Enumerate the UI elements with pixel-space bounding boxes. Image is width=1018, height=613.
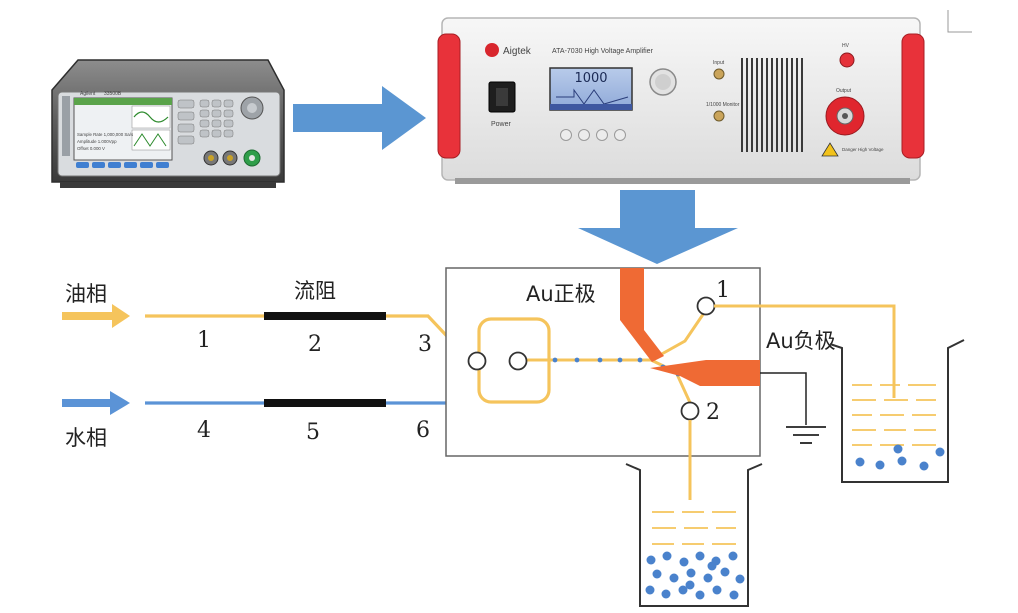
amplifier-left-handle — [437, 33, 461, 159]
outlet2-port — [680, 401, 700, 421]
generator-softkeys — [76, 162, 169, 168]
water-inlet-arrow — [62, 391, 130, 415]
power-label: Power — [491, 121, 512, 128]
au-positive-electrode — [620, 268, 664, 362]
oil-inlet-arrow — [62, 304, 130, 328]
oil-flow-resistor — [264, 312, 386, 320]
generator-screen-line-1: Sample Rate 1,000,000 Sa/s — [77, 132, 134, 137]
generator-keypad — [177, 99, 234, 145]
amplifier-display-value: 1000 — [574, 71, 607, 86]
output-label: Output — [836, 88, 852, 94]
water-phase-label: 水相 — [65, 426, 107, 450]
amplifier-right-handle — [901, 33, 925, 159]
segment-label-5: 5 — [306, 420, 320, 445]
amplifier-brand: Aigtek — [503, 46, 532, 57]
au-negative-electrode — [650, 360, 760, 386]
segment-label-3: 3 — [418, 332, 432, 357]
beaker-outlet1 — [829, 339, 965, 483]
signal-arrow-down — [578, 190, 738, 264]
amplifier-vent-grille — [741, 58, 803, 152]
ground-icon — [786, 426, 826, 444]
input-label: Input — [713, 60, 725, 66]
segment-label-4: 4 — [197, 418, 211, 443]
generator-brand: Agilent — [80, 91, 96, 97]
ground-wire — [760, 372, 807, 425]
generator-bnc-connectors — [203, 149, 261, 167]
oil-phase-label: 油相 — [65, 282, 107, 306]
outlet1-port — [696, 296, 716, 316]
water-flow-resistor — [264, 399, 386, 407]
hv-indicator — [839, 52, 855, 68]
oil-junction-port — [467, 351, 487, 371]
input-connector — [713, 68, 725, 80]
amplifier-display — [549, 67, 633, 111]
generator-screen-line-2: Amplitude 1.000Vpp — [77, 139, 117, 144]
amplifier-model: ATA-7030 High Voltage Amplifier — [552, 48, 654, 55]
aigtek-logo-icon — [485, 43, 499, 57]
corner-mark — [947, 10, 972, 33]
generator-model: 33500B — [104, 91, 122, 97]
signal-arrow-right — [293, 86, 426, 150]
function-generator: Agilent 33500B Sample Rate 1,000,000 Sa/… — [51, 59, 285, 188]
monitor-label: 1/1000 Monitor — [706, 102, 740, 108]
amplifier-front-buttons — [560, 129, 626, 141]
hv-label: HV — [842, 43, 850, 49]
outlet1-label: 1 — [716, 278, 730, 303]
segment-label-6: 6 — [416, 418, 430, 443]
outlet1-channel — [650, 309, 708, 362]
outlet1-tube — [714, 304, 896, 398]
water-junction-port — [508, 351, 528, 371]
segment-label-1: 1 — [197, 328, 211, 353]
generator-screen-line-3: Offset 0.000 V — [77, 146, 105, 151]
segment-label-2: 2 — [308, 332, 322, 357]
monitor-connector — [713, 110, 725, 122]
au-positive-label: Au正极 — [526, 282, 596, 306]
high-voltage-amplifier: Aigtek ATA-7030 High Voltage Amplifier P… — [437, 17, 925, 184]
warning-text: Danger High Voltage — [842, 147, 884, 152]
microfluidic-chip: Au正极 1 2 — [445, 267, 761, 457]
au-negative-label: Au负极 — [766, 329, 836, 353]
flow-resistance-label: 流阻 — [294, 279, 336, 303]
beaker-outlet2 — [625, 463, 763, 607]
warning-triangle-icon — [821, 142, 839, 157]
outlet2-label: 2 — [706, 400, 720, 425]
